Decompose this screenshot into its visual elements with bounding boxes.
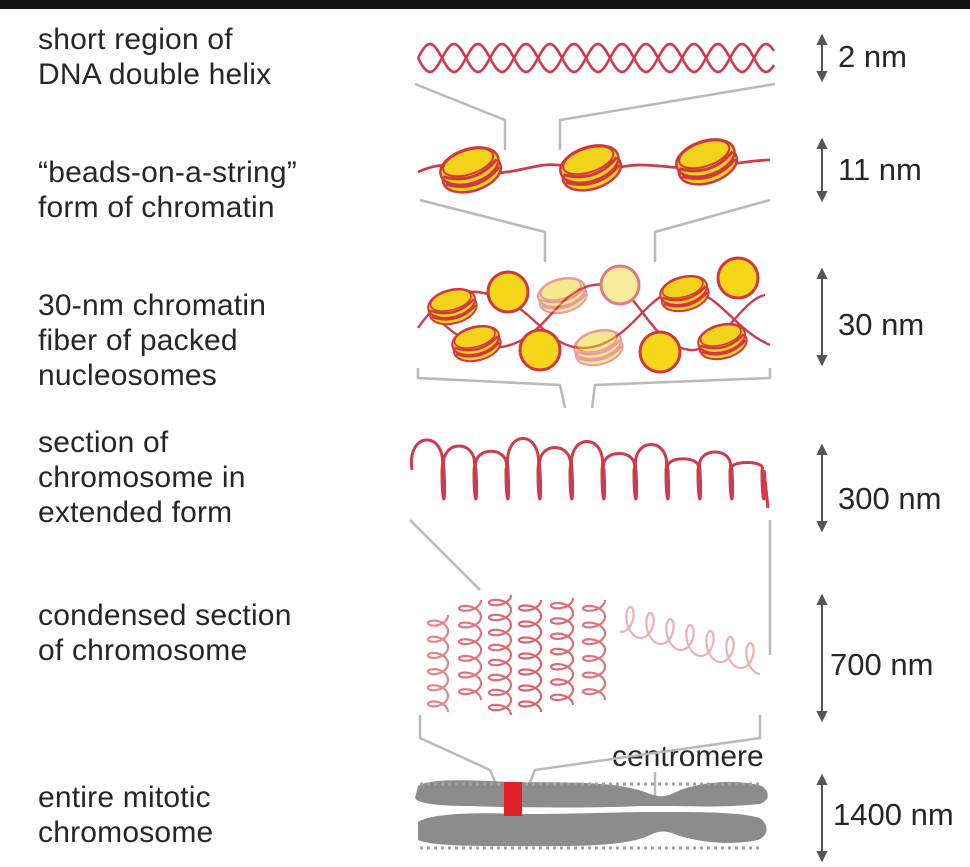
scale-bar-300nm: [816, 443, 828, 533]
nucleosome-face: [716, 256, 760, 300]
scale-bar-700nm: [816, 593, 828, 723]
scale-bar-1400nm: [816, 773, 828, 863]
nucleosome: [537, 276, 588, 315]
nucleosome: [573, 328, 624, 367]
label-mitotic-chromosome: entire mitotic chromosome: [38, 781, 214, 849]
scale-700nm: 700 nm: [830, 647, 934, 682]
scale-bar-30nm: [816, 267, 828, 367]
nucleosome: [659, 274, 710, 313]
nucleosome: [697, 322, 748, 361]
nucleosome-face: [518, 328, 562, 372]
scale-300nm: 300 nm: [838, 481, 942, 516]
scale-30nm: 30 nm: [838, 307, 925, 342]
centromere-band: [504, 782, 522, 816]
scale-bars: [816, 33, 828, 863]
chromatid-lower: [418, 812, 767, 847]
connector-lines: [409, 82, 776, 800]
label-condensed-section: condensed section of chromosome: [38, 599, 292, 667]
scale-2nm: 2 nm: [838, 39, 907, 74]
chromatin-fiber-30nm: [417, 256, 771, 374]
beads-on-a-string: [417, 138, 771, 194]
label-extended-chromosome: section of chromosome in extended form: [38, 426, 246, 529]
nucleosome-face: [599, 264, 641, 306]
scale-bar-11nm: [816, 137, 828, 203]
label-dna-helix: short region of DNA double helix: [38, 23, 272, 91]
label-beads-on-string: “beads-on-a-string” form of chromatin: [38, 156, 297, 224]
nucleosome-face: [638, 330, 682, 374]
dna-double-helix: [416, 42, 776, 74]
chromatin-coil: [487, 594, 513, 716]
helix-strand-b: [416, 42, 776, 74]
condensed-coils: [426, 594, 761, 716]
extended-chromosome-loops: [409, 437, 770, 509]
chromatin-coil-trailing: [620, 605, 761, 676]
chromatin-coil: [549, 597, 575, 706]
chromatin-coil: [581, 599, 607, 701]
scale-1400nm: 1400 nm: [833, 797, 954, 832]
chromatin-coil: [457, 599, 483, 701]
chromatid-upper: [415, 780, 768, 808]
nucleosome: [451, 324, 502, 363]
scale-bar-2nm: [816, 33, 828, 83]
chromatin-coil: [426, 614, 450, 713]
chromatin-coil: [517, 599, 543, 713]
chromatid-fuzz: [420, 782, 760, 850]
chromatin-loop-path: [409, 437, 770, 509]
nucleosome: [675, 138, 739, 186]
scale-11nm: 11 nm: [838, 152, 922, 187]
nucleosome: [427, 287, 478, 326]
top-border: [0, 0, 970, 9]
nucleosome: [439, 146, 503, 194]
helix-strand-a: [416, 42, 776, 74]
label-30nm-fiber: 30-nm chromatin fiber of packed nucleoso…: [38, 289, 267, 392]
mitotic-chromosome: [415, 780, 768, 850]
nucleosome: [559, 144, 623, 192]
nucleosome-face: [486, 270, 530, 314]
